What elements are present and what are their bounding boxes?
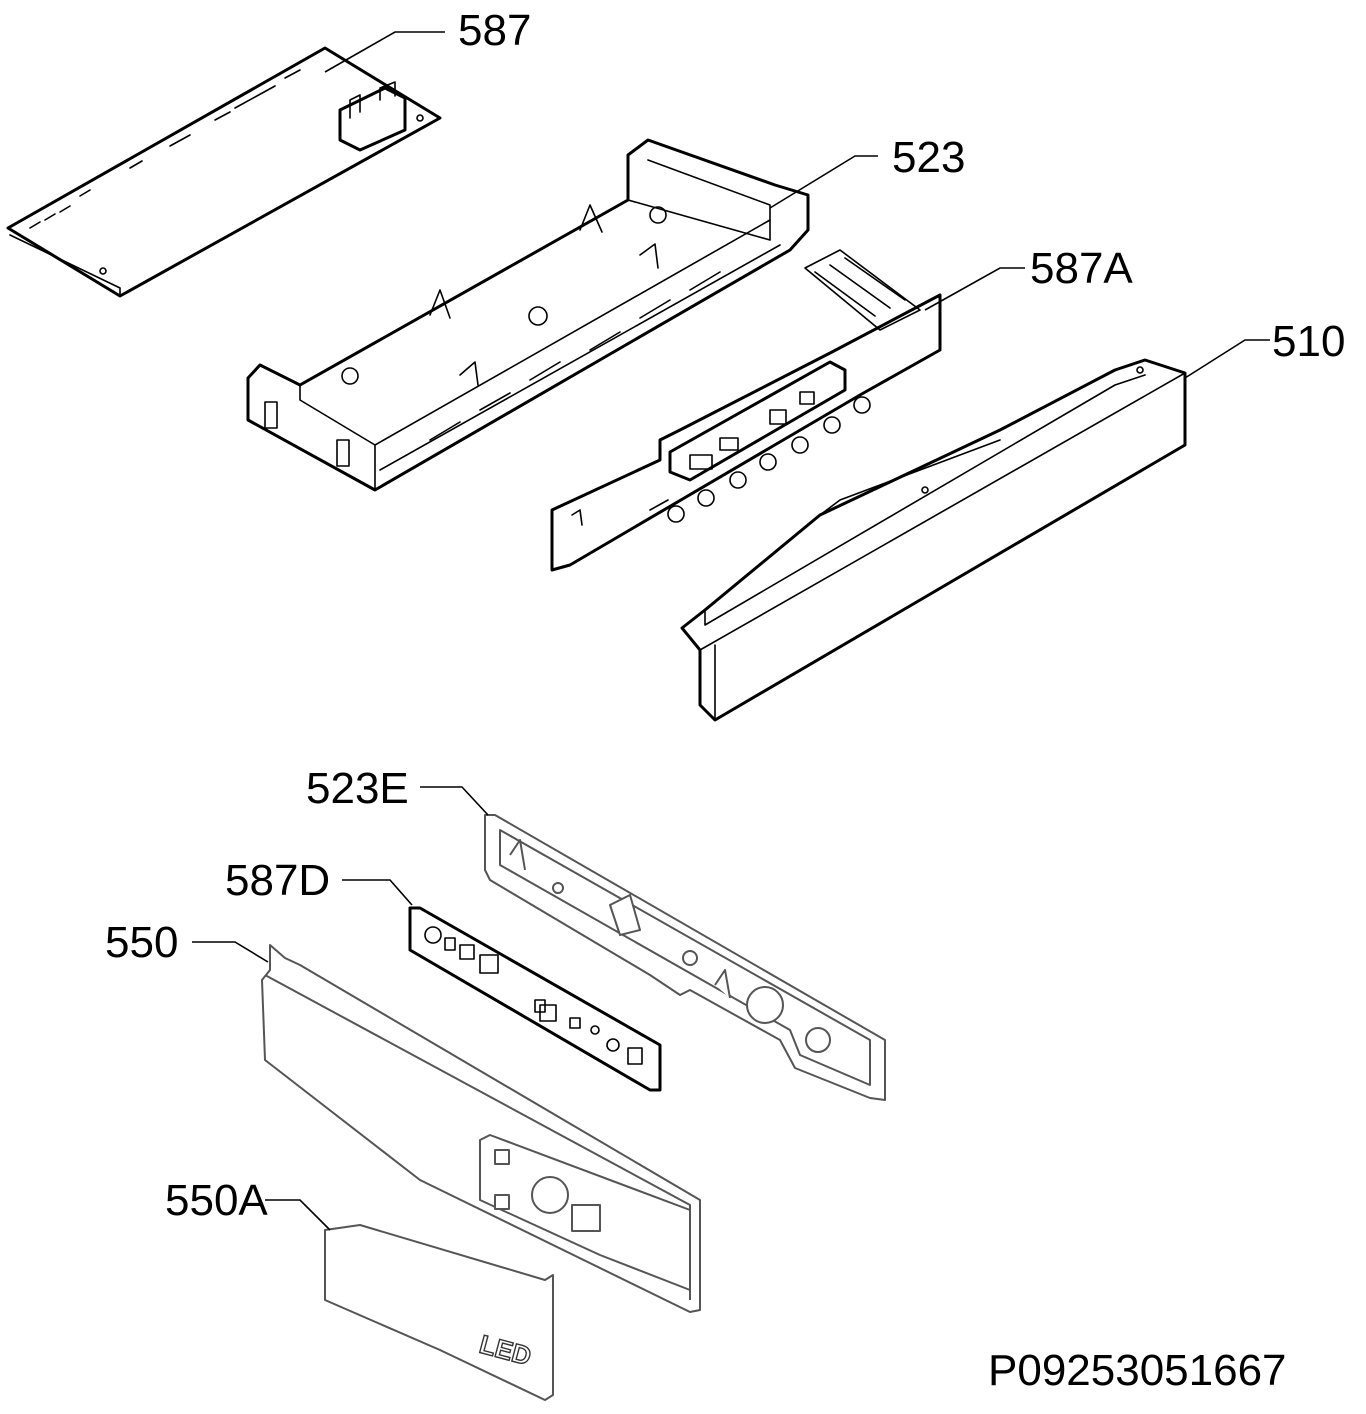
- callout-523: 523: [892, 133, 965, 182]
- leader-523: [769, 155, 878, 209]
- part-523e-led-frame: [484, 814, 886, 1101]
- callout-587a: 587A: [1030, 244, 1133, 293]
- leader-550a: [265, 1199, 331, 1231]
- part-523-control-housing: [246, 138, 810, 492]
- leader-523e: [420, 786, 489, 816]
- leader-587: [324, 31, 445, 73]
- callout-523e: 523E: [306, 764, 409, 813]
- leader-510: [1184, 339, 1270, 379]
- leader-587a: [924, 267, 1025, 311]
- callout-587d: 587D: [225, 856, 330, 905]
- part-510-front-panel: [680, 358, 1187, 722]
- leader-550: [192, 941, 269, 963]
- part-550-led-cover: [261, 944, 701, 1313]
- part-550a-led-lens: LED: [324, 1224, 554, 1401]
- drawing-code: P09253051667: [988, 1346, 1287, 1395]
- callout-587: 587: [458, 6, 531, 55]
- part-587a-interface-board: [550, 249, 942, 572]
- leader-lines: [192, 31, 1270, 1231]
- callouts: 587 523 587A 510 523E 587D 550 550A: [105, 6, 1345, 1225]
- callout-550a: 550A: [165, 1176, 268, 1225]
- callout-510: 510: [1272, 317, 1345, 366]
- part-587-control-board: [6, 46, 442, 298]
- leader-587d: [342, 879, 413, 906]
- part-587d-led-board: [408, 906, 662, 1092]
- callout-550: 550: [105, 918, 178, 967]
